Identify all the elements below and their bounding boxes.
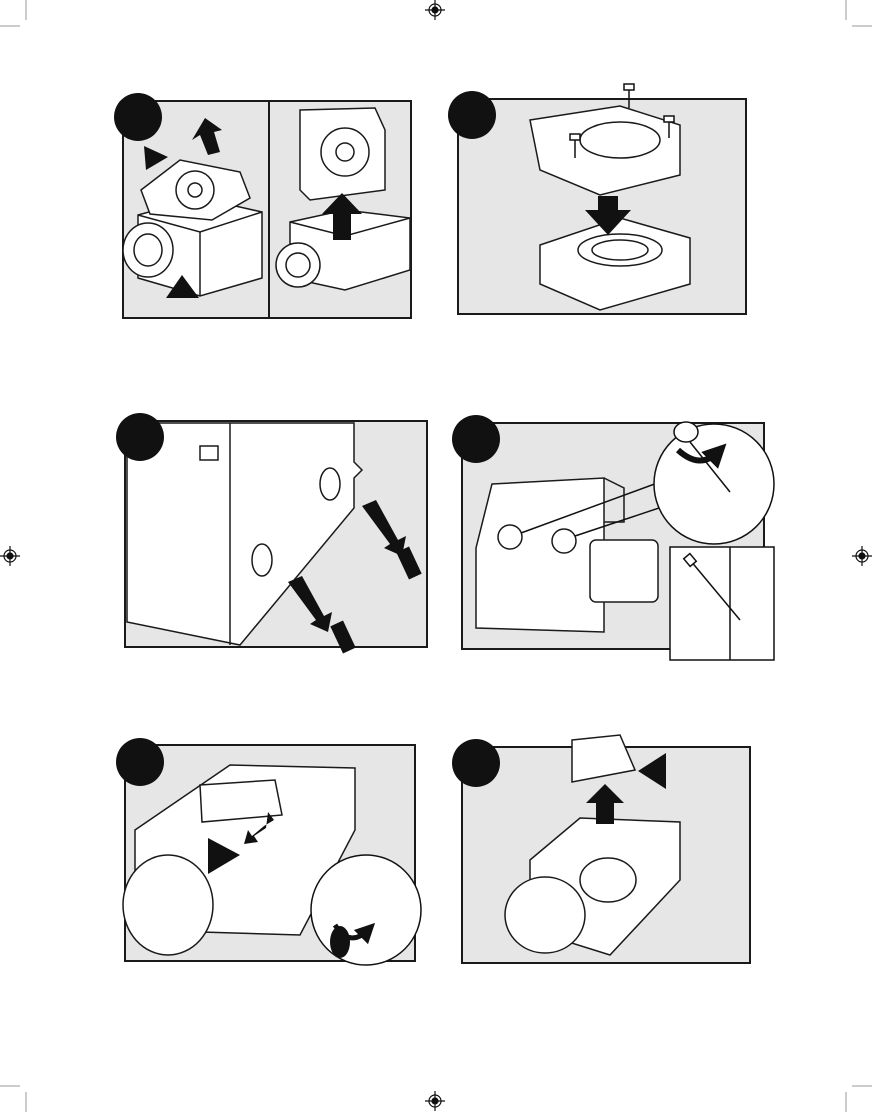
step-panel-5	[116, 738, 422, 966]
screw-icon	[569, 83, 675, 158]
arrow-up-icon	[586, 784, 624, 824]
registration-mark-left	[0, 546, 20, 566]
screwdriver-icon	[673, 421, 731, 493]
triangle-pointer-icon	[166, 275, 199, 298]
step-marker-1	[114, 93, 162, 141]
arrow-diagonal-icon	[244, 812, 274, 844]
step-panel-1	[114, 93, 412, 319]
housing-front-drawing	[475, 477, 659, 633]
housing-drawing	[122, 159, 263, 297]
screw-detail-drawing	[669, 546, 775, 661]
step-panel-6	[452, 734, 751, 964]
step-marker-2	[448, 91, 496, 139]
registration-mark-top	[425, 0, 445, 20]
anchor-plug-icon	[330, 546, 422, 654]
arrow-up-icon	[322, 193, 362, 240]
triangle-pointer-icon	[638, 753, 666, 789]
step-marker-4	[452, 415, 500, 463]
housing-interior-drawing	[504, 734, 681, 956]
magnifier-callout-icon	[310, 854, 422, 966]
arrow-down-icon	[585, 196, 631, 235]
triangle-pointer-icon	[208, 838, 240, 874]
housing-interior-drawing	[122, 764, 356, 956]
blower-drawing	[529, 105, 691, 311]
step-panel-2	[448, 83, 747, 315]
step-marker-6	[452, 739, 500, 787]
blower-drawing	[275, 107, 411, 291]
registration-mark-right	[852, 546, 872, 566]
registration-mark-bottom	[425, 1091, 445, 1111]
rotate-icon	[675, 443, 727, 469]
triangle-pointer-icon	[144, 146, 168, 170]
housing-side-drawing	[126, 422, 364, 646]
step-panel-4	[452, 415, 775, 661]
step-marker-5	[116, 738, 164, 786]
arrow-up-icon	[192, 118, 222, 155]
step-marker-3	[116, 413, 164, 461]
rotate-icon	[332, 922, 376, 945]
step-panel-3	[116, 413, 428, 654]
arrow-diagonal-icon	[288, 500, 406, 632]
